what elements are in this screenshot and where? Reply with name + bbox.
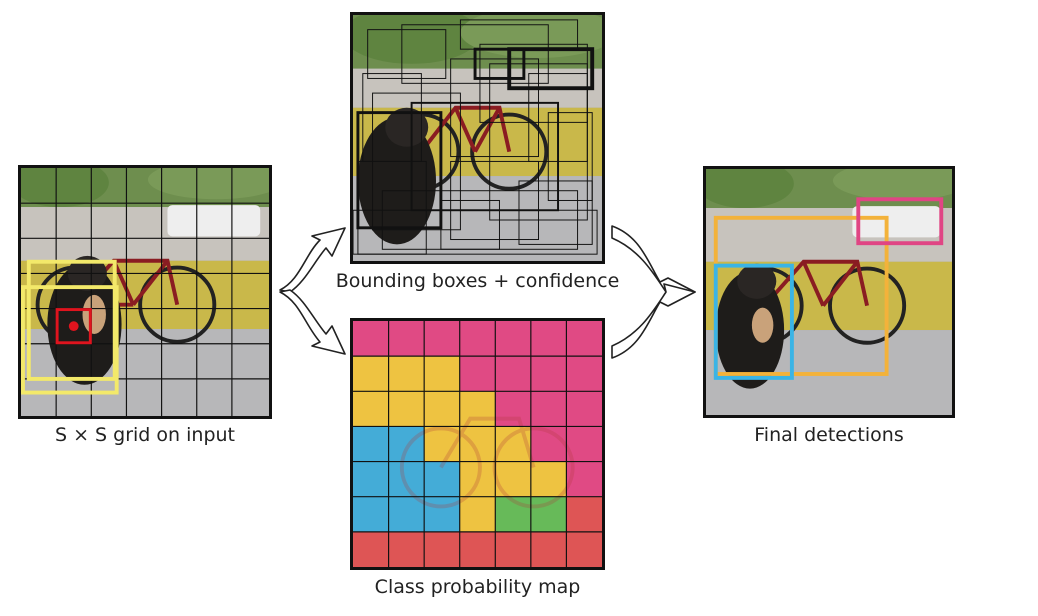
class-cell — [530, 531, 567, 567]
class-cell — [459, 426, 496, 463]
class-cell — [459, 461, 496, 498]
car-detection-box — [856, 197, 944, 246]
arrow-from-class-map — [611, 283, 696, 359]
class-cell — [353, 461, 390, 498]
class-cell — [495, 356, 532, 392]
class-cell — [353, 496, 390, 533]
class-cell — [388, 321, 425, 357]
class-cell — [424, 391, 461, 427]
class-cell — [353, 531, 390, 567]
class-cell — [530, 391, 567, 427]
class-cell — [459, 356, 496, 392]
final-detections-image — [706, 169, 952, 415]
class-cell — [566, 321, 602, 357]
class-cell — [566, 356, 602, 392]
class-cell — [353, 426, 390, 463]
class-cell — [495, 321, 532, 357]
class-probability-panel — [350, 318, 605, 570]
bbox-confidence-panel — [350, 12, 605, 264]
class-cell — [424, 426, 461, 463]
class-cell — [388, 496, 425, 533]
class-cell — [388, 356, 425, 392]
caption-grid-input: S × S grid on input — [55, 424, 235, 446]
class-cell — [530, 426, 567, 463]
class-cell — [353, 356, 390, 392]
class-cell — [566, 426, 602, 463]
class-cell — [424, 356, 461, 392]
class-cell — [388, 426, 425, 463]
class-cell — [566, 391, 602, 427]
class-cell — [495, 496, 532, 533]
bbox-confidence-image — [353, 15, 602, 261]
class-cell — [459, 531, 496, 567]
arrow-to-bboxes — [279, 227, 346, 293]
grid-input-image — [21, 168, 269, 416]
caption-bboxes: Bounding boxes + confidence — [335, 270, 620, 292]
caption-final: Final detections — [754, 424, 904, 446]
class-cell — [530, 496, 567, 533]
arrow-to-class-map — [279, 289, 346, 355]
class-cell — [495, 531, 532, 567]
responsible-cell — [55, 308, 92, 345]
class-cell — [388, 531, 425, 567]
class-cell — [495, 391, 532, 427]
dog-detection-box — [713, 263, 794, 380]
class-cell — [566, 461, 602, 498]
class-cell — [424, 321, 461, 357]
class-cell — [566, 531, 602, 567]
class-cell — [459, 391, 496, 427]
class-cell — [424, 531, 461, 567]
class-cell — [353, 321, 390, 357]
class-probability-map — [353, 321, 602, 567]
class-cell — [388, 461, 425, 498]
class-cell — [459, 321, 496, 357]
class-cell — [459, 496, 496, 533]
class-cell — [566, 496, 602, 533]
class-cell — [424, 461, 461, 498]
class-cell — [353, 391, 390, 427]
caption-class-map: Class probability map — [374, 576, 581, 598]
class-cell — [530, 321, 567, 357]
object-center-dot — [68, 321, 79, 332]
class-cell — [495, 461, 532, 498]
class-cell — [530, 356, 567, 392]
grid-input-panel — [18, 165, 272, 419]
yellow-bbox-2 — [21, 285, 119, 395]
class-cell — [388, 391, 425, 427]
class-cell — [530, 461, 567, 498]
final-detections-panel — [703, 166, 955, 418]
class-cell — [424, 496, 461, 533]
class-cell — [495, 426, 532, 463]
